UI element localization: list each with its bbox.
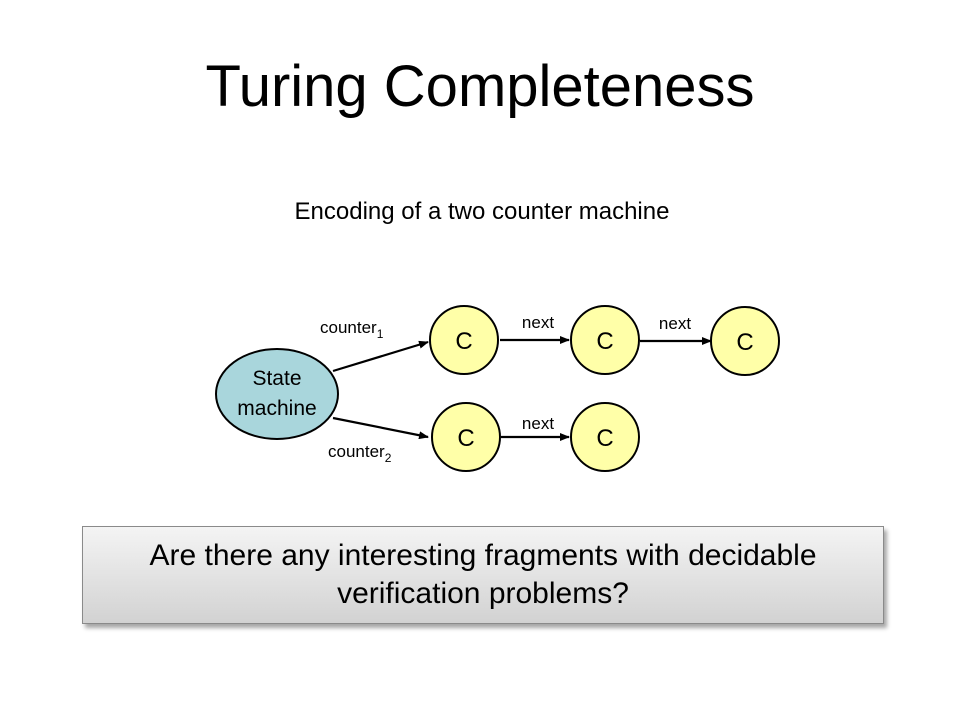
next-label-top-2: next (659, 314, 691, 333)
cell-label: C (455, 328, 472, 355)
slide-title: Turing Completeness (205, 54, 755, 119)
counter2-arrow (332, 416, 429, 440)
question-text: Are there any interesting fragments with… (149, 539, 817, 610)
counter1-arrow (332, 340, 429, 373)
cell-label: C (457, 425, 474, 452)
cell-label: C (736, 329, 753, 356)
next-label-bottom: next (522, 414, 554, 433)
cell-label: C (596, 328, 613, 355)
counter2-cell-2: C (570, 402, 640, 472)
question-callout: Are there any interesting fragments with… (82, 526, 884, 624)
next-label-top-1: next (522, 313, 554, 332)
counter1-label: counter1 (320, 318, 384, 341)
state-machine-label-line2: machine (237, 397, 316, 420)
counter1-cell-2: C (570, 305, 640, 375)
cell-label: C (596, 425, 613, 452)
counter1-cell-1: C (429, 305, 499, 375)
state-machine-node: State machine (215, 348, 339, 440)
counter2-cell-1: C (431, 402, 501, 472)
counter1-subscript: 1 (377, 327, 384, 341)
slide-subtitle: Encoding of a two counter machine (294, 198, 670, 225)
counter2-label: counter2 (328, 442, 392, 465)
counter2-subscript: 2 (385, 451, 392, 465)
counter1-cell-3: C (710, 306, 780, 376)
state-machine-label-line1: State (252, 367, 301, 390)
